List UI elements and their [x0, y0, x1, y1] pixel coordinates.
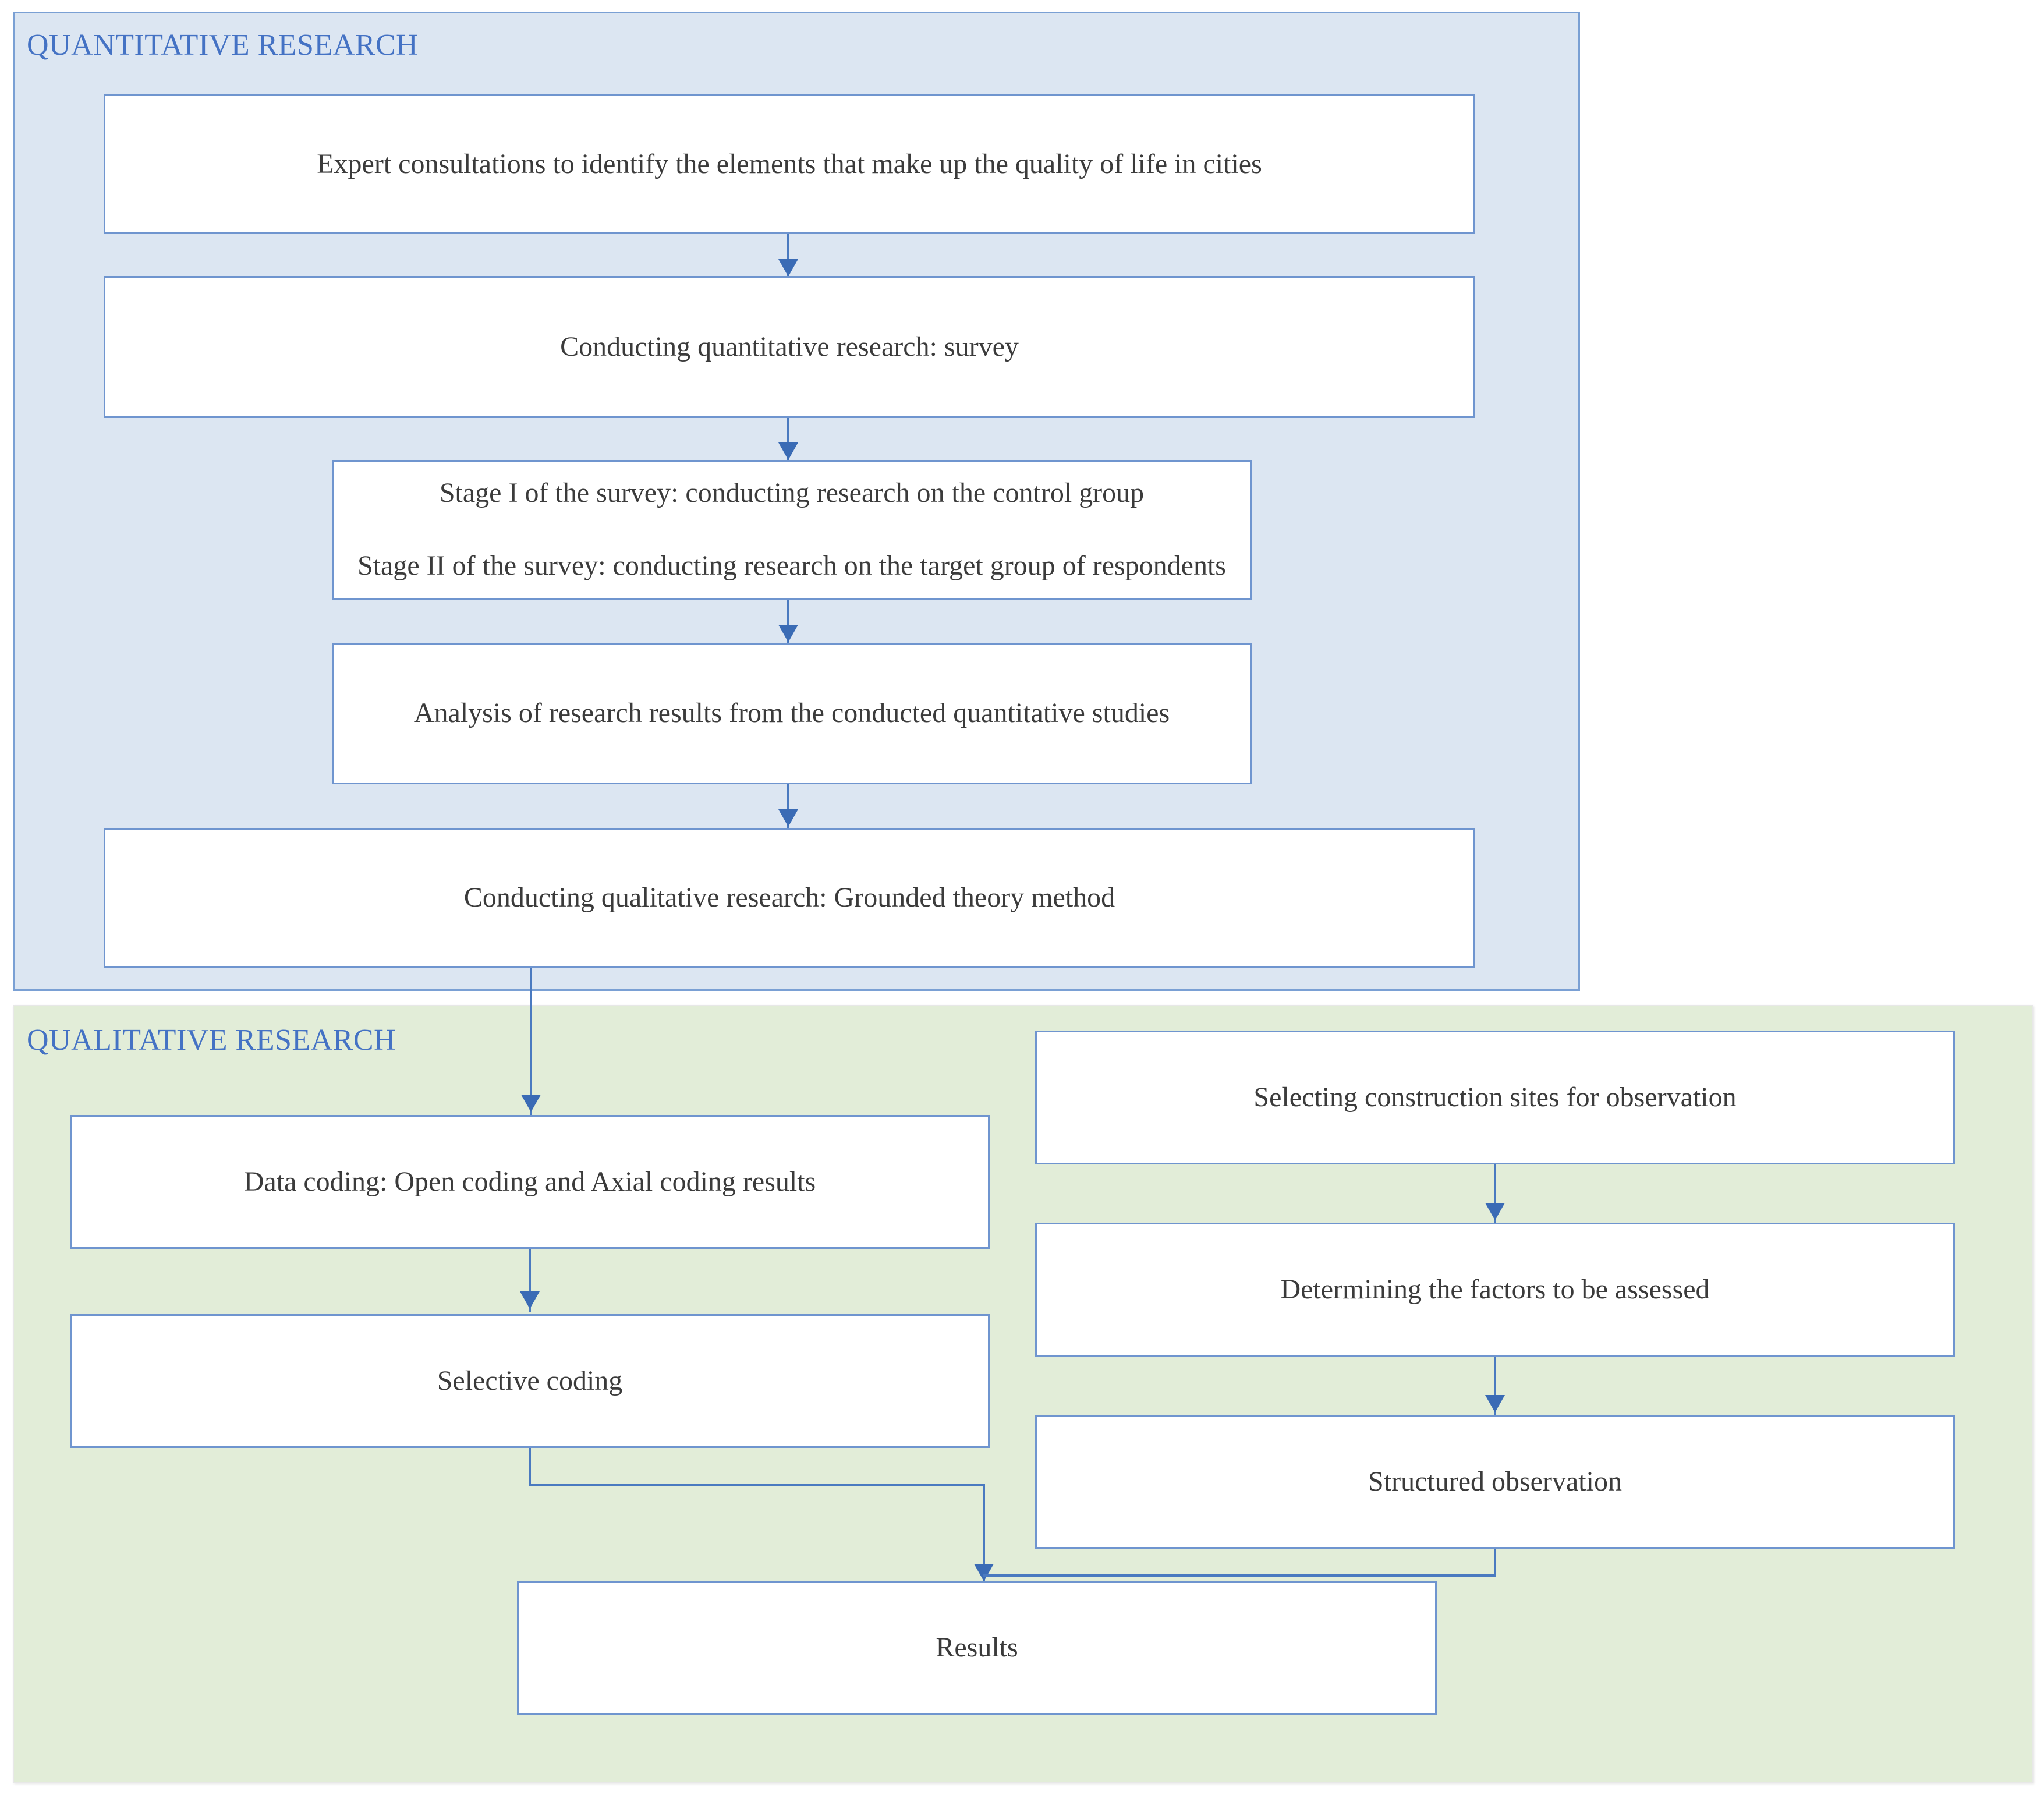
- node-structured-observation[interactable]: Structured observation: [1035, 1415, 1955, 1549]
- edge-q2-q3-line: [787, 418, 789, 462]
- node-conducting-quantitative-survey[interactable]: Conducting quantitative research: survey: [104, 276, 1475, 418]
- node-data-coding[interactable]: Data coding: Open coding and Axial codin…: [70, 1115, 990, 1249]
- node-results[interactable]: Results: [517, 1581, 1437, 1715]
- node-selective-coding[interactable]: Selective coding: [70, 1314, 990, 1448]
- survey-stage-1-text: Stage I of the survey: conducting resear…: [439, 477, 1145, 509]
- edge-l2-res-horizontal: [529, 1484, 985, 1486]
- edge-l1-l2-line: [529, 1249, 531, 1312]
- survey-stage-2-text: Stage II of the survey: conducting resea…: [357, 550, 1226, 582]
- node-conducting-qualitative-grounded-theory[interactable]: Conducting qualitative research: Grounde…: [104, 828, 1475, 968]
- edge-q1-q2-arrow: [778, 259, 798, 277]
- edge-r2-r3-line: [1494, 1357, 1496, 1415]
- section-title-qualitative: QUALITATIVE RESEARCH: [27, 1024, 396, 1057]
- edge-q3-q4-arrow: [778, 625, 798, 642]
- node-expert-consultations[interactable]: Expert consultations to identify the ele…: [104, 94, 1475, 234]
- edge-q4-q5-line: [787, 784, 789, 830]
- node-analysis-of-results[interactable]: Analysis of research results from the co…: [332, 643, 1252, 784]
- edge-l2-res-stub: [529, 1448, 531, 1486]
- edge-r1-r2-line: [1494, 1164, 1496, 1223]
- edge-q2-q3-arrow: [778, 442, 798, 460]
- edge-r2-r3-arrow: [1485, 1395, 1505, 1412]
- node-selecting-construction-sites[interactable]: Selecting construction sites for observa…: [1035, 1031, 1955, 1164]
- edge-r3-res-stub: [1494, 1549, 1496, 1577]
- node-determining-factors[interactable]: Determining the factors to be assessed: [1035, 1223, 1955, 1357]
- edge-q5-l1-arrow: [521, 1095, 541, 1112]
- edge-r3-res-horizontal: [983, 1574, 1496, 1577]
- edge-r1-r2-arrow: [1485, 1203, 1505, 1220]
- edge-q3-q4-line: [787, 600, 789, 645]
- edge-q1-q2-line: [787, 234, 789, 279]
- edge-q5-l1-line: [530, 968, 532, 1116]
- edge-l2-res-arrow: [974, 1564, 994, 1581]
- edge-l1-l2-arrow: [520, 1291, 540, 1309]
- node-survey-stages[interactable]: Stage I of the survey: conducting resear…: [332, 460, 1252, 600]
- edge-q4-q5-arrow: [778, 809, 798, 827]
- edge-l2-res-drop: [983, 1484, 985, 1601]
- section-title-quantitative: QUANTITATIVE RESEARCH: [27, 29, 419, 62]
